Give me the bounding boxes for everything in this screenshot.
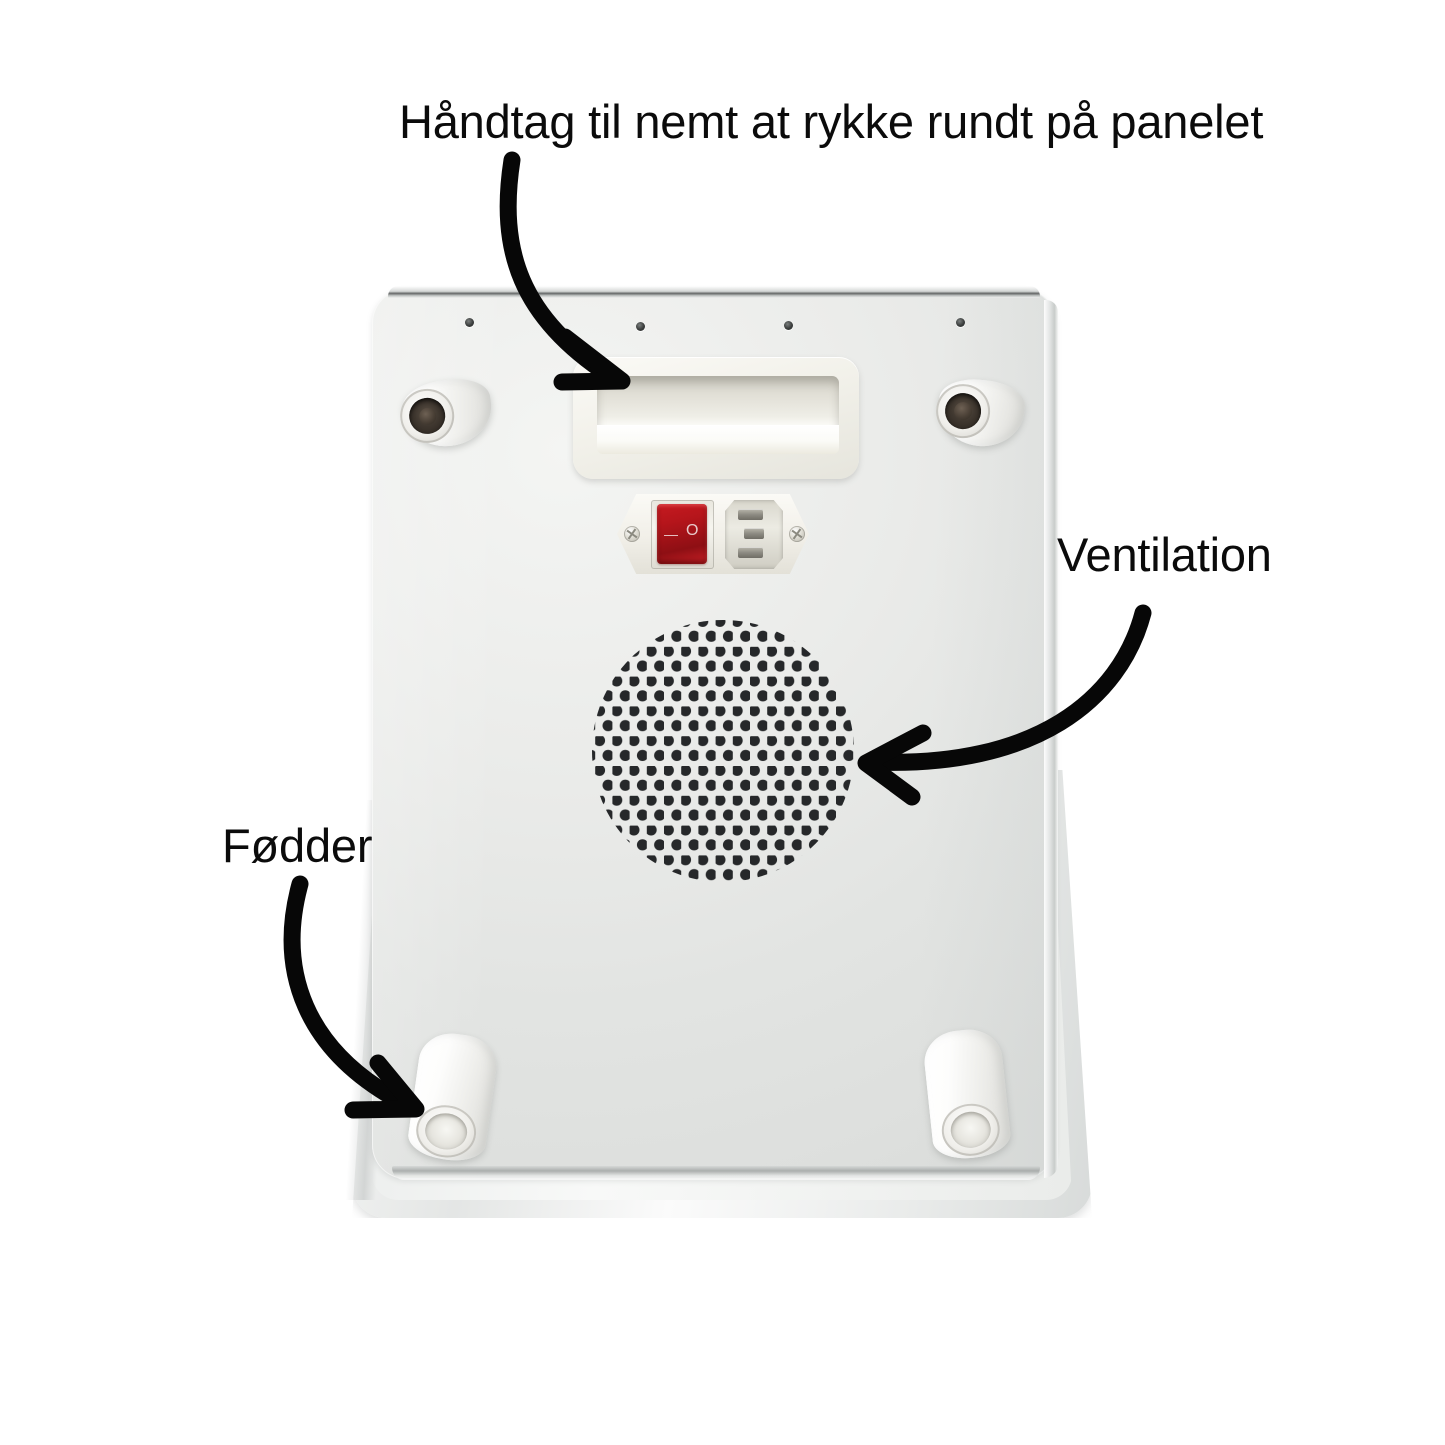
label-feet: Fødder — [222, 819, 373, 872]
carry-handle-lip — [597, 425, 839, 454]
power-rocker-switch[interactable] — [657, 504, 707, 564]
panel-bottom-edge — [392, 1166, 1040, 1180]
ventilation-grille — [592, 620, 854, 882]
foot-top-left — [396, 374, 497, 452]
iec-pin-live — [738, 509, 763, 520]
label-ventilation: Ventilation — [1057, 528, 1272, 581]
iec-pin-neutral — [738, 547, 763, 558]
rocker-off-mark: O — [686, 522, 699, 539]
foot-bottom-right — [921, 1026, 1013, 1162]
panel-top-edge — [388, 286, 1040, 298]
screw-hole — [784, 321, 793, 330]
power-plate-screw — [624, 526, 640, 542]
label-handle: Håndtag til nemt at rykke rundt på panel… — [399, 95, 1264, 148]
power-plate-screw — [789, 526, 805, 542]
screw-hole — [636, 322, 645, 331]
screw-hole — [465, 318, 474, 327]
rocker-on-mark: — — [664, 526, 678, 542]
screw-hole — [956, 318, 965, 327]
iec-pin-earth — [744, 528, 764, 539]
panel-right-edge — [1044, 300, 1058, 1178]
foot-top-right — [933, 375, 1028, 451]
